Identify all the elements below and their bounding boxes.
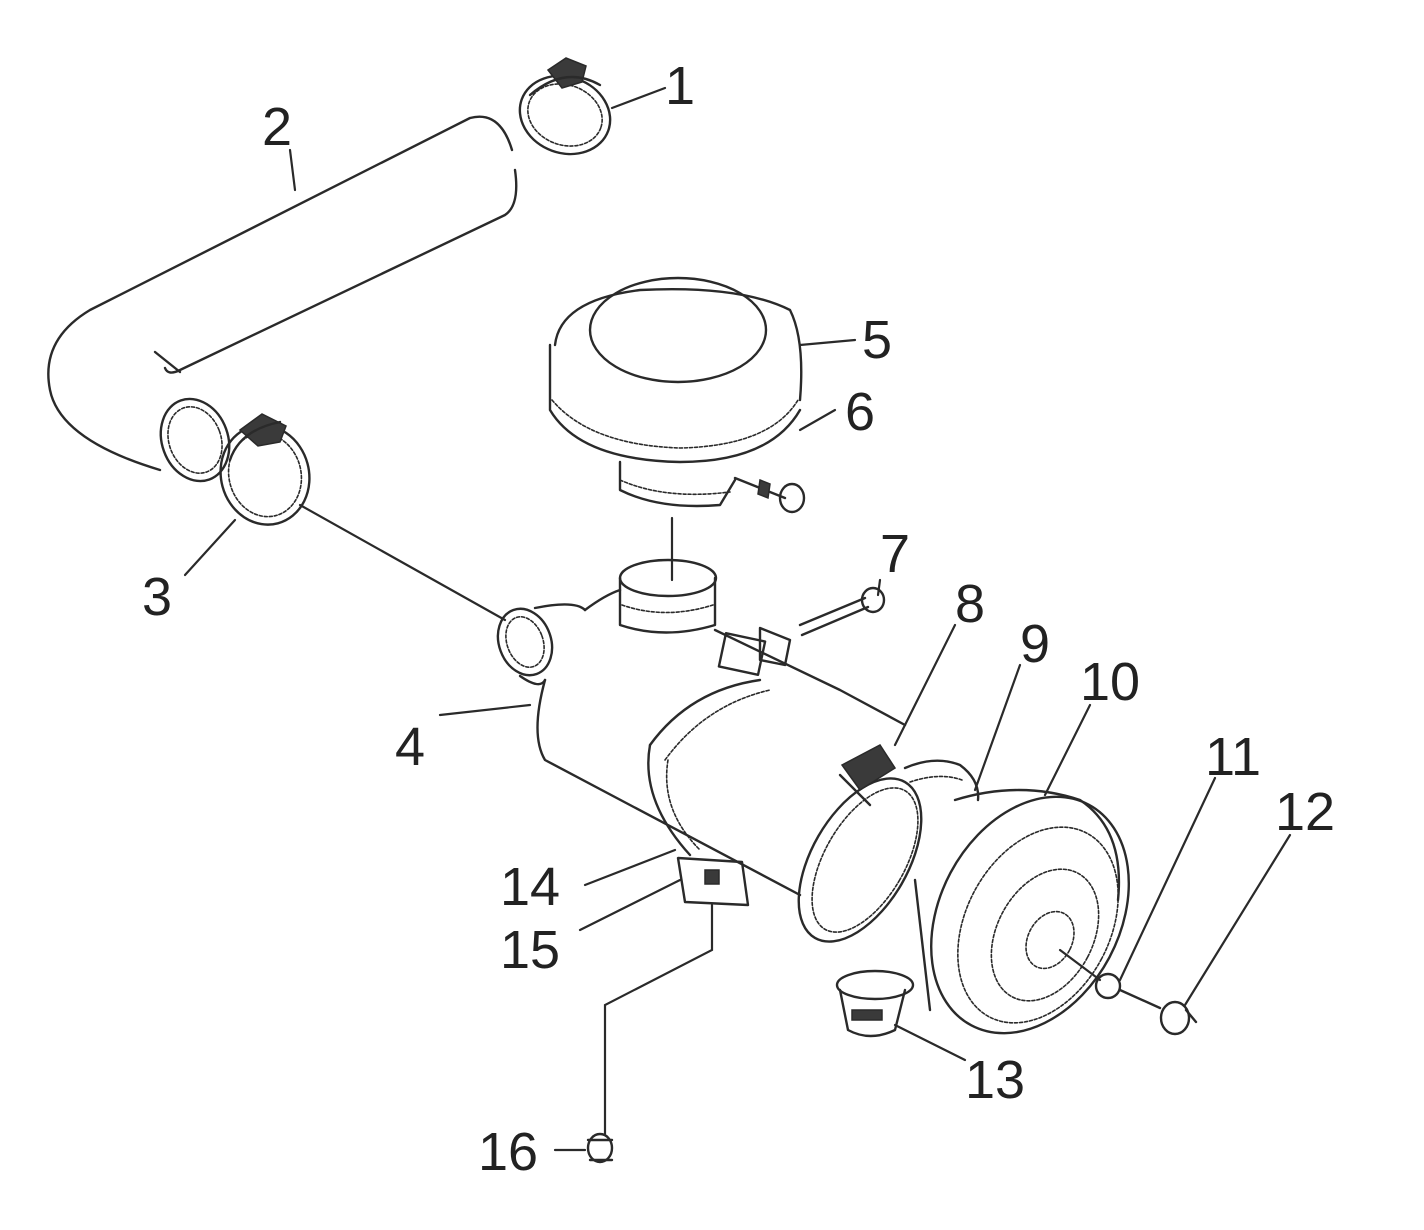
callout-7: 7 [880,524,910,584]
part-10-end-cover [913,788,1130,1035]
callout-3: 3 [142,567,172,627]
callout-5: 5 [862,310,892,370]
callout-1: 1 [665,56,695,116]
callout-2: 2 [262,97,292,157]
part-4-air-cleaner-housing [496,588,923,943]
part-8-service-indicator [838,744,897,807]
part-7-bolt [798,586,886,637]
callout-leaders [183,86,1292,1152]
callout-6: 6 [845,382,875,442]
intake-tube [618,516,718,634]
callout-12: 12 [1275,782,1335,842]
part-3-hose-clamp [219,413,311,526]
callout-9: 9 [1020,614,1050,674]
part-5-precleaner-cap [548,276,803,508]
part-6-screw [733,476,806,514]
part-1-hose-clamp [518,57,612,156]
part-2-intake-hose [47,115,518,483]
callout-10: 10 [1080,652,1140,712]
callout-4: 4 [395,717,425,777]
callout-8: 8 [955,574,985,634]
part-12-wing-screw [1118,988,1198,1036]
callout-13: 13 [965,1050,1025,1110]
part-13-dust-valve [835,969,915,1038]
callout-15: 15 [500,920,560,980]
part-16-bolt [586,903,714,1164]
callout-labels: 1 2 3 4 5 6 7 8 9 10 11 12 13 14 15 16 [142,56,1335,1182]
callout-14: 14 [500,857,560,917]
part-9-clamp-ring [903,759,980,802]
callout-16: 16 [478,1122,538,1182]
part-11-nut [1058,948,1122,1000]
callout-11: 11 [1205,727,1261,787]
